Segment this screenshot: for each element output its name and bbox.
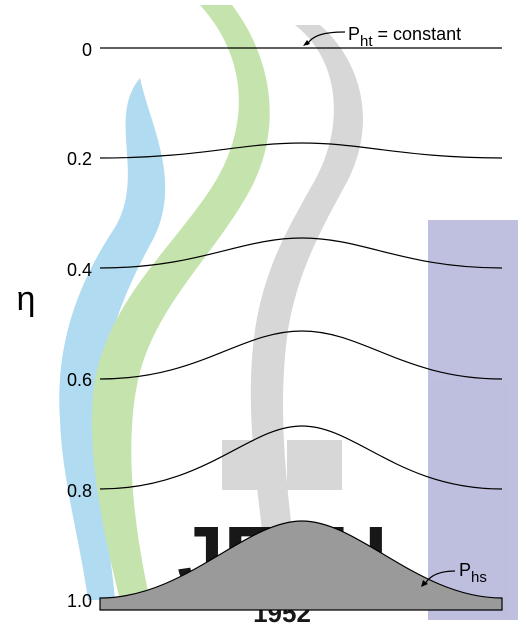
top-boundary-annotation: Pht = constant	[303, 24, 461, 50]
axis-eta-symbol: η	[17, 280, 36, 318]
watermark-blue-swoosh	[59, 78, 166, 600]
tick-label-1.0: 1.0	[67, 591, 92, 611]
watermark-emblem	[222, 440, 342, 490]
tick-label-0.4: 0.4	[67, 260, 92, 280]
tick-label-0.2: 0.2	[67, 149, 92, 169]
tick-label-0.8: 0.8	[67, 481, 92, 501]
watermark-green-swoosh	[91, 5, 270, 600]
coordinate-surface-0.4	[99, 237, 503, 269]
coordinate-surface-0.8	[99, 425, 503, 490]
top-annotation-base: P	[348, 24, 360, 44]
top-annotation-arrowhead	[303, 40, 310, 46]
watermark-gray-swoosh	[250, 25, 363, 530]
bottom-annotation-sub: hs	[471, 569, 487, 586]
top-annotation-suffix: = constant	[373, 24, 462, 44]
bottom-surface-annotation: Phs	[421, 560, 487, 587]
top-annotation-sub: ht	[360, 33, 373, 50]
bottom-annotation-arrow	[424, 570, 456, 585]
svg-text:Phs: Phs	[459, 560, 487, 586]
terrain-surface	[99, 520, 503, 611]
tick-label-0: 0	[82, 40, 92, 60]
coordinate-surface-0.6	[99, 330, 503, 380]
coordinate-surface-0.2	[99, 142, 503, 159]
svg-text:Pht = constant: Pht = constant	[348, 24, 461, 50]
bottom-annotation-base: P	[459, 560, 471, 580]
watermark-purple-bar	[428, 220, 518, 620]
tick-label-0.6: 0.6	[67, 370, 92, 390]
bottom-annotation-arrowhead	[421, 580, 428, 587]
